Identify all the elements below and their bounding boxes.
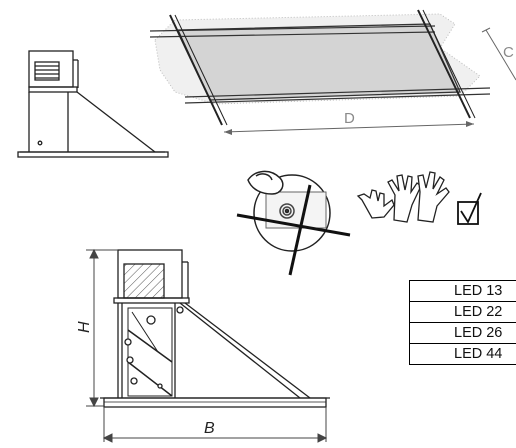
table-row: LED 22 <box>410 302 516 323</box>
dimension-b-label: B <box>204 420 215 437</box>
led-model-table: LED 13 LED 22 LED 26 LED 44 <box>409 280 516 365</box>
dimension-c-label: C <box>503 44 514 61</box>
large-fixture-side-view <box>100 249 330 408</box>
checkmark-box-icon <box>457 192 482 225</box>
dimension-h <box>86 248 118 408</box>
led-strip-plan-view <box>149 9 516 135</box>
table-row: LED 26 <box>410 323 516 344</box>
dimension-b <box>102 407 328 443</box>
table-row: LED 44 <box>410 344 516 365</box>
no-touch-led-icon <box>236 170 351 276</box>
dimension-d-label: D <box>344 110 355 127</box>
gloves-icon <box>356 171 450 223</box>
dimension-h-label: H <box>76 321 93 333</box>
table-row: LED 13 <box>410 281 516 302</box>
small-fixture-side-view <box>17 50 169 158</box>
